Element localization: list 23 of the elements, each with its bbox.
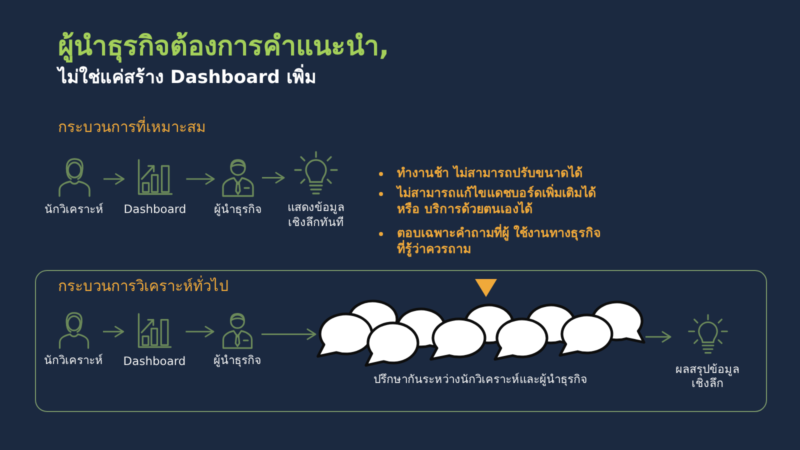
bullet-text: ทำงานช้า ไม่สามารถปรับขนาดได้ — [397, 165, 584, 181]
node-label: ผู้นำธุรกิจ — [214, 352, 262, 368]
node-label: Dashboard — [124, 202, 186, 217]
bullet-text: ไม่สามารถแก้ไขแดชบอร์ดเพิ่มเติมได้ หรือ บริการด้วยตนเองได้ — [397, 185, 597, 216]
section-heading: กระบวนการที่เหมาะสม — [58, 118, 206, 136]
arrow — [646, 331, 672, 343]
arrow — [186, 326, 214, 338]
arrow — [186, 173, 215, 185]
section-heading: กระบวนการวิเคราะห์ทั่วไป — [58, 277, 229, 295]
node-label: นักวิเคราะห์ — [44, 202, 104, 217]
arrow — [103, 326, 124, 338]
title: ผู้นำธุรกิจต้องการคำแนะนำ, — [58, 31, 390, 64]
bullet-text: ตอบเฉพาะคำถามที่ผู้ ใช้งานทางธุรกิจ ที่รู้ว่าควรถาม — [397, 225, 602, 256]
node-label: แสดงข้อมูล เชิงลึกทันที — [286, 200, 346, 230]
node-label: ผู้นำธุรกิจ — [214, 202, 262, 217]
node-label: ปรึกษากันระหว่างนักวิเคราะห์และผู้นำธุรกิจ — [374, 372, 588, 386]
node-label: Dashboard — [123, 354, 186, 368]
arrow — [104, 173, 125, 185]
node-label: ผลสรุปข้อมูล เชิงลึก — [674, 362, 740, 392]
arrow — [262, 172, 285, 184]
arrow — [262, 328, 316, 340]
group-box — [35, 270, 767, 412]
node-label: นักวิเคราะห์ — [44, 352, 103, 368]
